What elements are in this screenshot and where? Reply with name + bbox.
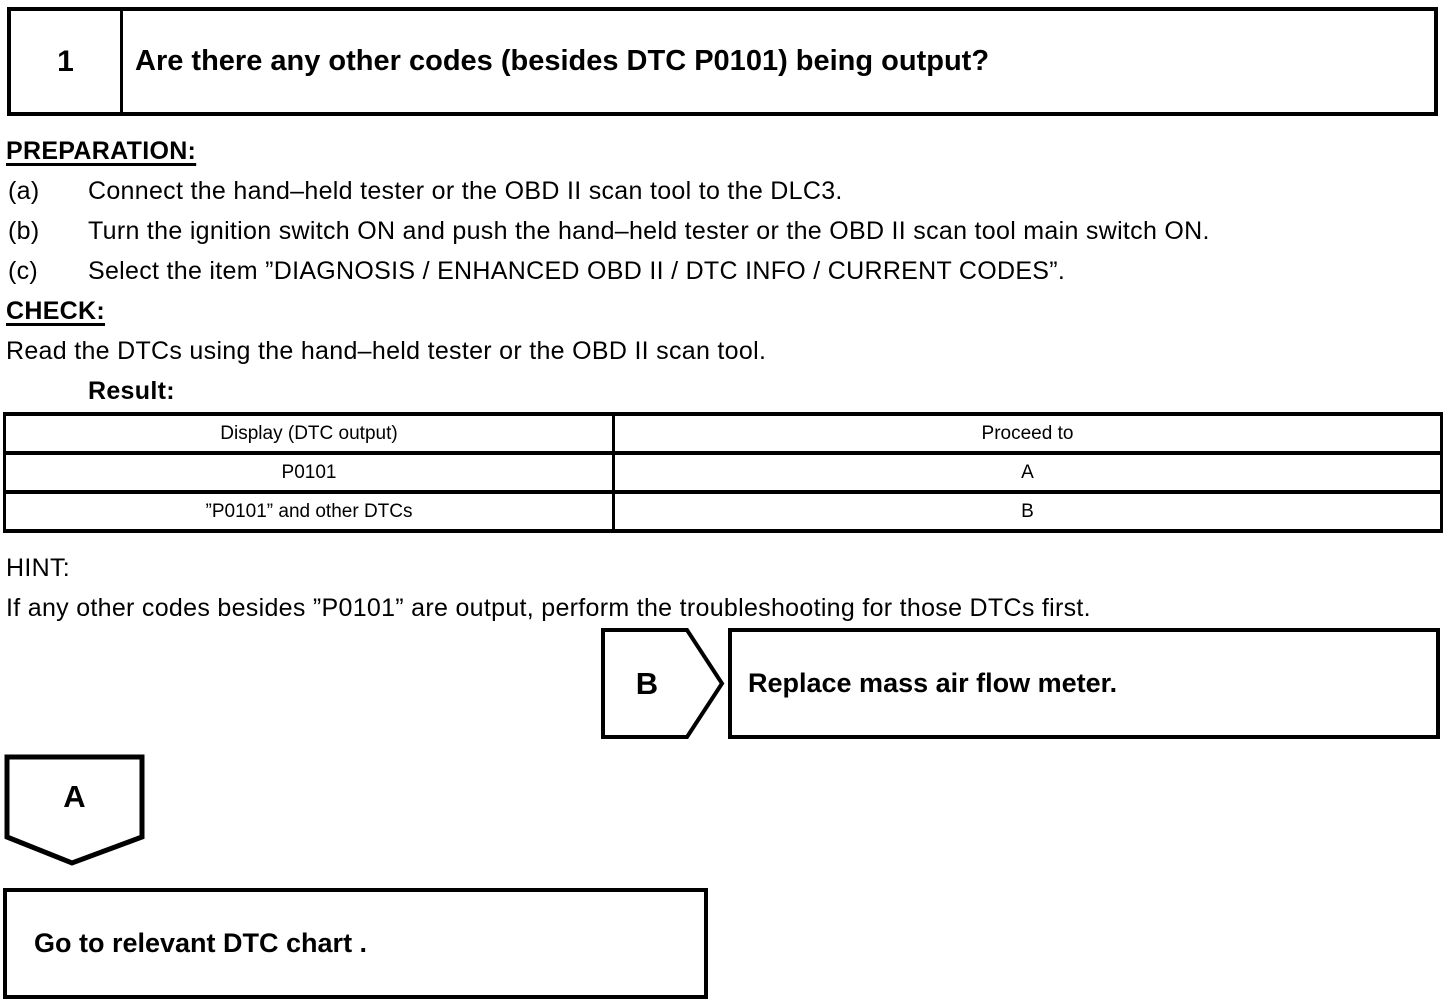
action-box-goto-dtc-chart: Go to relevant DTC chart .	[3, 888, 708, 999]
action-box-replace-maf: Replace mass air flow meter.	[728, 628, 1440, 739]
result-table: Display (DTC output) Proceed to P0101 A …	[3, 412, 1443, 533]
result-row2-proceed: B	[612, 490, 1443, 533]
result-table-header-row: Display (DTC output) Proceed to	[3, 412, 1443, 455]
check-text: Read the DTCs using the hand–held tester…	[6, 337, 767, 365]
step-header: 1 Are there any other codes (besides DTC…	[7, 7, 1438, 116]
hint-section: HINT: If any other codes besides ”P0101”…	[6, 548, 1454, 628]
preparation-heading-label: PREPARATION:	[6, 137, 197, 165]
step-b-text: Turn the ignition switch ON and push the…	[88, 217, 1210, 245]
step-question: Are there any other codes (besides DTC P…	[135, 45, 990, 77]
hint-text: If any other codes besides ”P0101” are o…	[6, 594, 1091, 622]
step-c-text: Select the item ”DIAGNOSIS / ENHANCED OB…	[88, 257, 1066, 285]
preparation-step-b: (b) Turn the ignition switch ON and push…	[6, 211, 1454, 251]
hint-heading: HINT:	[6, 554, 70, 582]
preparation-step-a: (a) Connect the hand–held tester or the …	[6, 171, 1454, 211]
action-replace-maf-text: Replace mass air flow meter.	[748, 668, 1118, 698]
result-row1-proceed: A	[612, 451, 1443, 494]
table-row: P0101 A	[3, 451, 1443, 494]
step-number: 1	[11, 11, 123, 112]
check-heading: CHECK:	[6, 291, 1454, 331]
connector-b-label: B	[635, 666, 659, 701]
table-row: ”P0101” and other DTCs B	[3, 490, 1443, 533]
result-table-header-display: Display (DTC output)	[3, 412, 615, 455]
connector-b-pentagon	[601, 628, 725, 739]
preparation-heading: PREPARATION:	[6, 131, 1454, 171]
procedure-text: PREPARATION: (a) Connect the hand–held t…	[6, 131, 1454, 411]
connector-a-pentagon	[4, 754, 145, 866]
result-label: Result:	[88, 377, 175, 405]
step-c-label: (c)	[8, 257, 39, 285]
result-row1-display: P0101	[3, 451, 615, 494]
action-goto-dtc-chart-text: Go to relevant DTC chart .	[34, 928, 368, 958]
step-a-text: Connect the hand–held tester or the OBD …	[88, 177, 843, 205]
check-heading-label: CHECK:	[6, 297, 106, 325]
connector-a-label: A	[63, 779, 86, 814]
result-table-header-proceed: Proceed to	[612, 412, 1443, 455]
step-a-label: (a)	[8, 177, 40, 205]
preparation-step-c: (c) Select the item ”DIAGNOSIS / ENHANCE…	[6, 251, 1454, 291]
step-b-label: (b)	[8, 217, 40, 245]
result-row2-display: ”P0101” and other DTCs	[3, 490, 615, 533]
